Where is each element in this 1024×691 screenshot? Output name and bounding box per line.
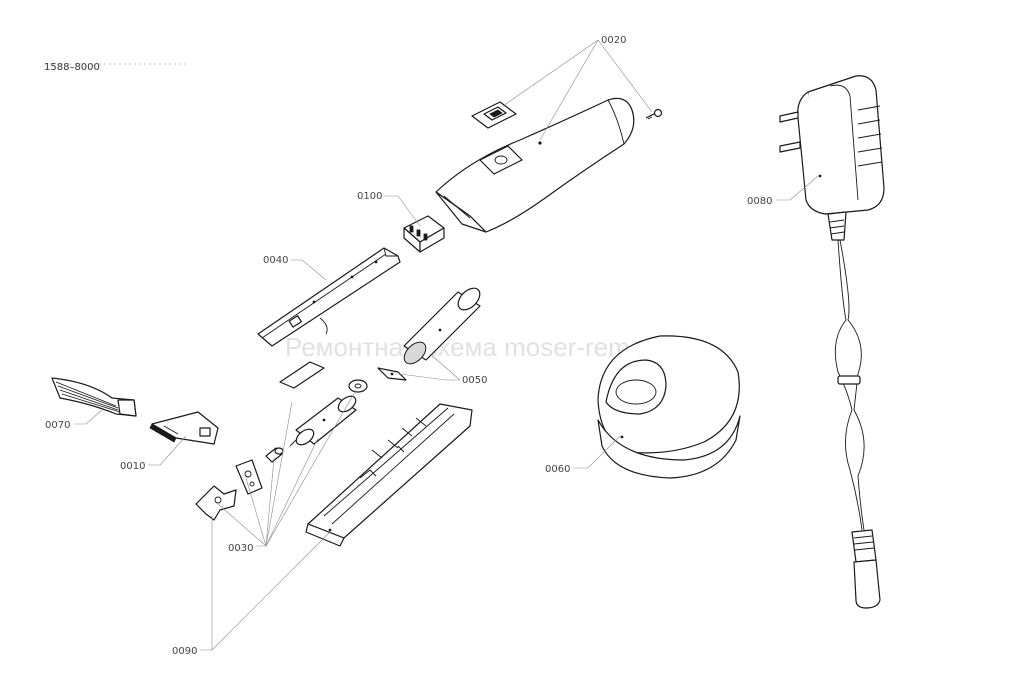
part-0040-pcb (257, 247, 401, 347)
callout-0060: 0060 (545, 464, 570, 475)
part-0050-contact-plate (377, 367, 407, 381)
callout-0030: 0030 (228, 543, 253, 554)
part-0030-bracket (235, 459, 263, 495)
part-0020-upper-housing (435, 97, 635, 233)
part-0080-power-adapter (779, 75, 885, 609)
callout-0010: 0010 (120, 461, 145, 472)
callout-labels: 0020 0100 0040 0050 0070 0010 0030 0090 … (45, 35, 772, 657)
model-number: 1588–8000 (44, 62, 100, 73)
part-0050-washer (348, 379, 368, 393)
callout-0080: 0080 (747, 196, 772, 207)
part-0090-lower-housing (305, 403, 473, 547)
part-0050-battery (403, 287, 481, 365)
part-0100-connector (403, 215, 445, 253)
part-0030-motor (289, 395, 357, 447)
part-0030-clip (195, 485, 237, 521)
part-0050-insulator-strip (279, 361, 325, 389)
callout-0040: 0040 (263, 255, 288, 266)
callout-0050: 0050 (462, 375, 487, 386)
part-0030-eccentric (265, 447, 284, 463)
part-0010-blade (149, 411, 219, 445)
part-0070-comb (51, 377, 137, 417)
callout-0090: 0090 (172, 646, 197, 657)
callout-0070: 0070 (45, 420, 70, 431)
callout-0100: 0100 (357, 191, 382, 202)
part-0060-charging-stand (597, 335, 741, 479)
part-0020-screw (645, 108, 663, 120)
callout-0020: 0020 (601, 35, 626, 46)
leader-lines (74, 39, 819, 651)
part-0020-switch-plate (471, 101, 517, 129)
